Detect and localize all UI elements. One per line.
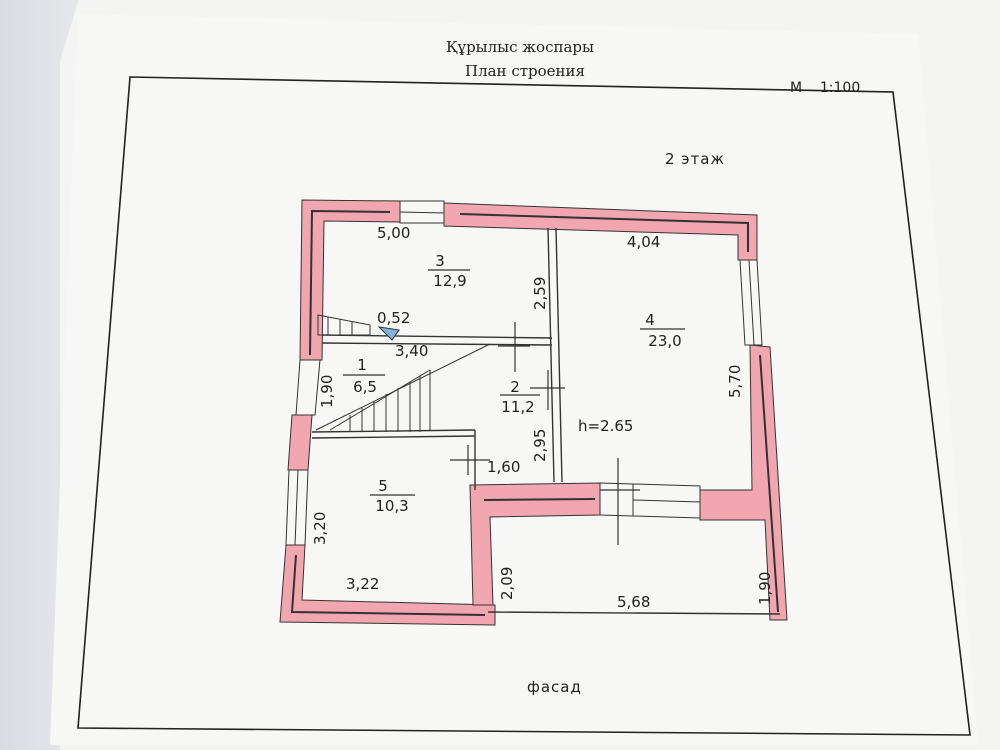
wall-top-right: [443, 202, 758, 261]
ceiling-height: h=2.65: [578, 417, 633, 435]
drawing-sheet: [50, 14, 978, 745]
dim-2-95: 2,95: [531, 429, 549, 462]
dimension-labels: 5,00 4,04 2,59 0,52 3,40 1,90 5,70 2,95 …: [311, 224, 774, 611]
room-labels: 1 6,5 2 11,2 3 12,9 4 23,0 5 10,3: [353, 252, 682, 515]
wall-right-lower: [699, 344, 788, 621]
dim-0-52: 0,52: [377, 309, 410, 327]
dim-3-40: 3,40: [395, 342, 428, 360]
room-5-number: 5: [378, 477, 388, 495]
windows: [285, 200, 763, 546]
wall-line-4: [290, 554, 486, 616]
dim-1-60: 1,60: [487, 458, 520, 476]
window-left-lower-line: [294, 469, 299, 546]
wall-line-2: [459, 213, 749, 252]
dim-4-04: 4,04: [627, 233, 660, 251]
dim-1-90-right: 1,90: [756, 572, 774, 605]
dim-5-68: 5,68: [617, 593, 650, 611]
wall-inner-lines: [290, 209, 779, 616]
room-3-area: 12,9: [433, 272, 466, 290]
axis-markers: [343, 269, 685, 545]
drawing-frame: [77, 76, 971, 736]
room-3-number: 3: [435, 252, 445, 270]
dim-1-90-left: 1,90: [318, 375, 336, 408]
dim-3-20: 3,20: [311, 512, 329, 545]
stairs: [315, 314, 491, 432]
partition-vertical: [547, 227, 555, 483]
window-top-line: [399, 211, 445, 214]
dim-2-09: 2,09: [498, 567, 516, 600]
wall-left-middle: [287, 414, 313, 471]
stair-arrow-icon: [377, 326, 400, 341]
stair-diagonal-2: [329, 369, 431, 431]
wall-line-3: [759, 354, 779, 613]
scale-label: М 1:100: [790, 80, 860, 96]
wall-line-1: [309, 209, 391, 356]
room-1-number: 1: [357, 356, 367, 374]
stair-top: [317, 314, 371, 336]
room-4-number: 4: [645, 311, 655, 329]
window-right-line: [748, 259, 755, 346]
facade-label: фасад: [527, 678, 582, 696]
dim-5-70: 5,70: [726, 365, 744, 398]
room-2-area: 11,2: [501, 398, 534, 416]
dim-3-22: 3,22: [346, 575, 379, 593]
room-5-area: 10,3: [375, 497, 408, 515]
floor-label: 2 этаж: [665, 150, 725, 168]
door-bottom: [599, 482, 634, 517]
partition-room5-top-2: [311, 435, 476, 439]
partition-room3-bottom-2: [321, 342, 553, 346]
title-kz: Құрылыс жоспары: [446, 38, 594, 56]
dim-2-59: 2,59: [531, 277, 549, 310]
window-bottom-line: [632, 499, 701, 503]
room-1-area: 6,5: [353, 378, 377, 396]
window-left-upper: [295, 359, 321, 416]
facade-line: [487, 611, 781, 615]
title-ru: План строения: [465, 62, 585, 80]
stair-diagonal: [315, 343, 491, 431]
dim-5-00: 5,00: [377, 224, 410, 242]
partition-room5-top: [311, 429, 476, 433]
room-2-number: 2: [510, 378, 520, 396]
wall-line-5: [483, 498, 596, 501]
partition-vertical-2: [555, 227, 563, 483]
room-4-area: 23,0: [648, 332, 681, 350]
